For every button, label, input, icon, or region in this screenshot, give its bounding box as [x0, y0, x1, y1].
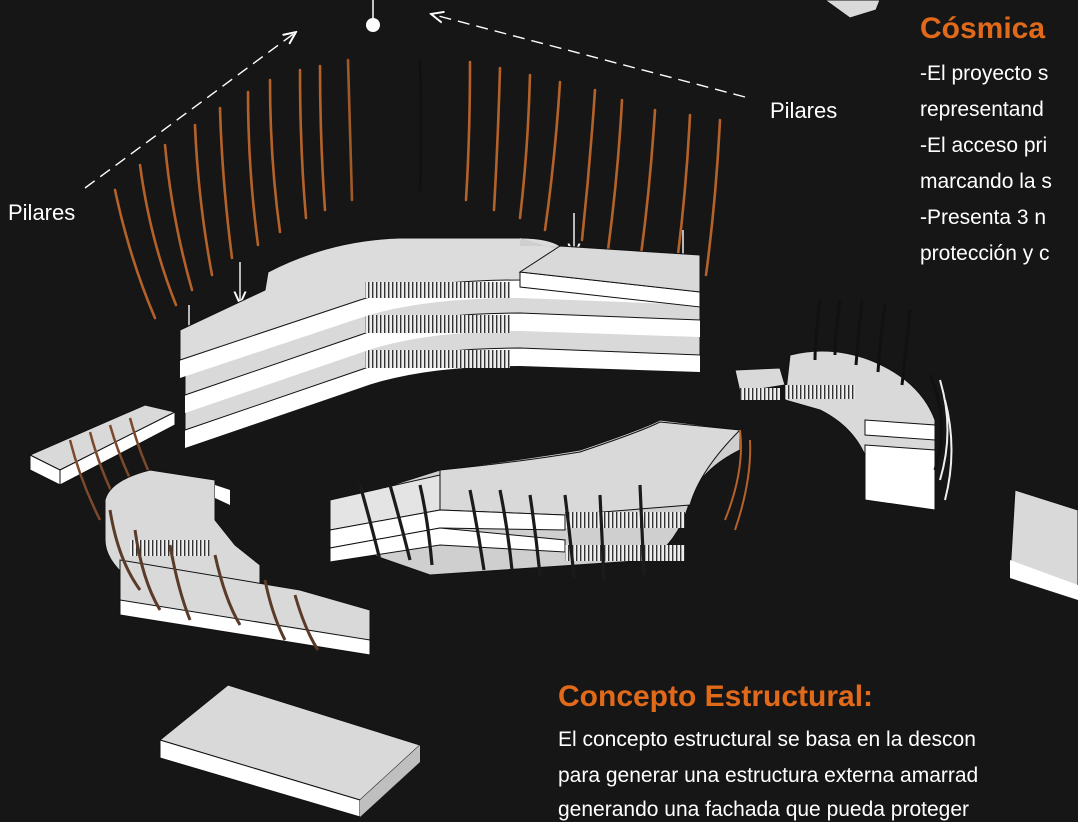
- leader-right: [431, 14, 746, 98]
- cosmic-line-4: marcando la s: [920, 170, 1052, 193]
- cosmic-line-5: -Presenta 3 n: [920, 206, 1047, 229]
- right-wing-building: [734, 299, 953, 511]
- central-building: [179, 237, 701, 448]
- label-pilares-left: Pilares: [8, 200, 76, 225]
- slab-right-edge: [1009, 489, 1078, 601]
- structural-line-3: generando una fachada que pueda proteger: [558, 798, 970, 821]
- structural-line-1: El concepto estructural se basa en la de…: [558, 728, 976, 751]
- left-wing: [28, 404, 177, 521]
- structural-heading: Concepto Estructural:: [558, 680, 874, 713]
- cosmic-line-1: -El proyecto s: [920, 62, 1049, 85]
- pillar-arc-top: [113, 58, 722, 320]
- structural-line-2: para generar una estructura externa amar…: [558, 764, 979, 787]
- slab-bottom-left: [158, 684, 421, 817]
- leader-lines: [84, 14, 746, 189]
- leader-left: [84, 32, 296, 189]
- lower-building: [329, 419, 752, 581]
- cosmic-line-3: -El acceso pri: [920, 134, 1048, 157]
- label-pilares-right: Pilares: [770, 98, 838, 123]
- left-lower-building: [104, 469, 371, 656]
- cosmic-line-6: protección y c: [920, 242, 1050, 265]
- top-node: [366, 0, 380, 32]
- cosmic-heading: Cósmica: [920, 12, 1046, 45]
- slab-top-right: [824, 0, 881, 19]
- cosmic-line-2: representand: [920, 98, 1044, 121]
